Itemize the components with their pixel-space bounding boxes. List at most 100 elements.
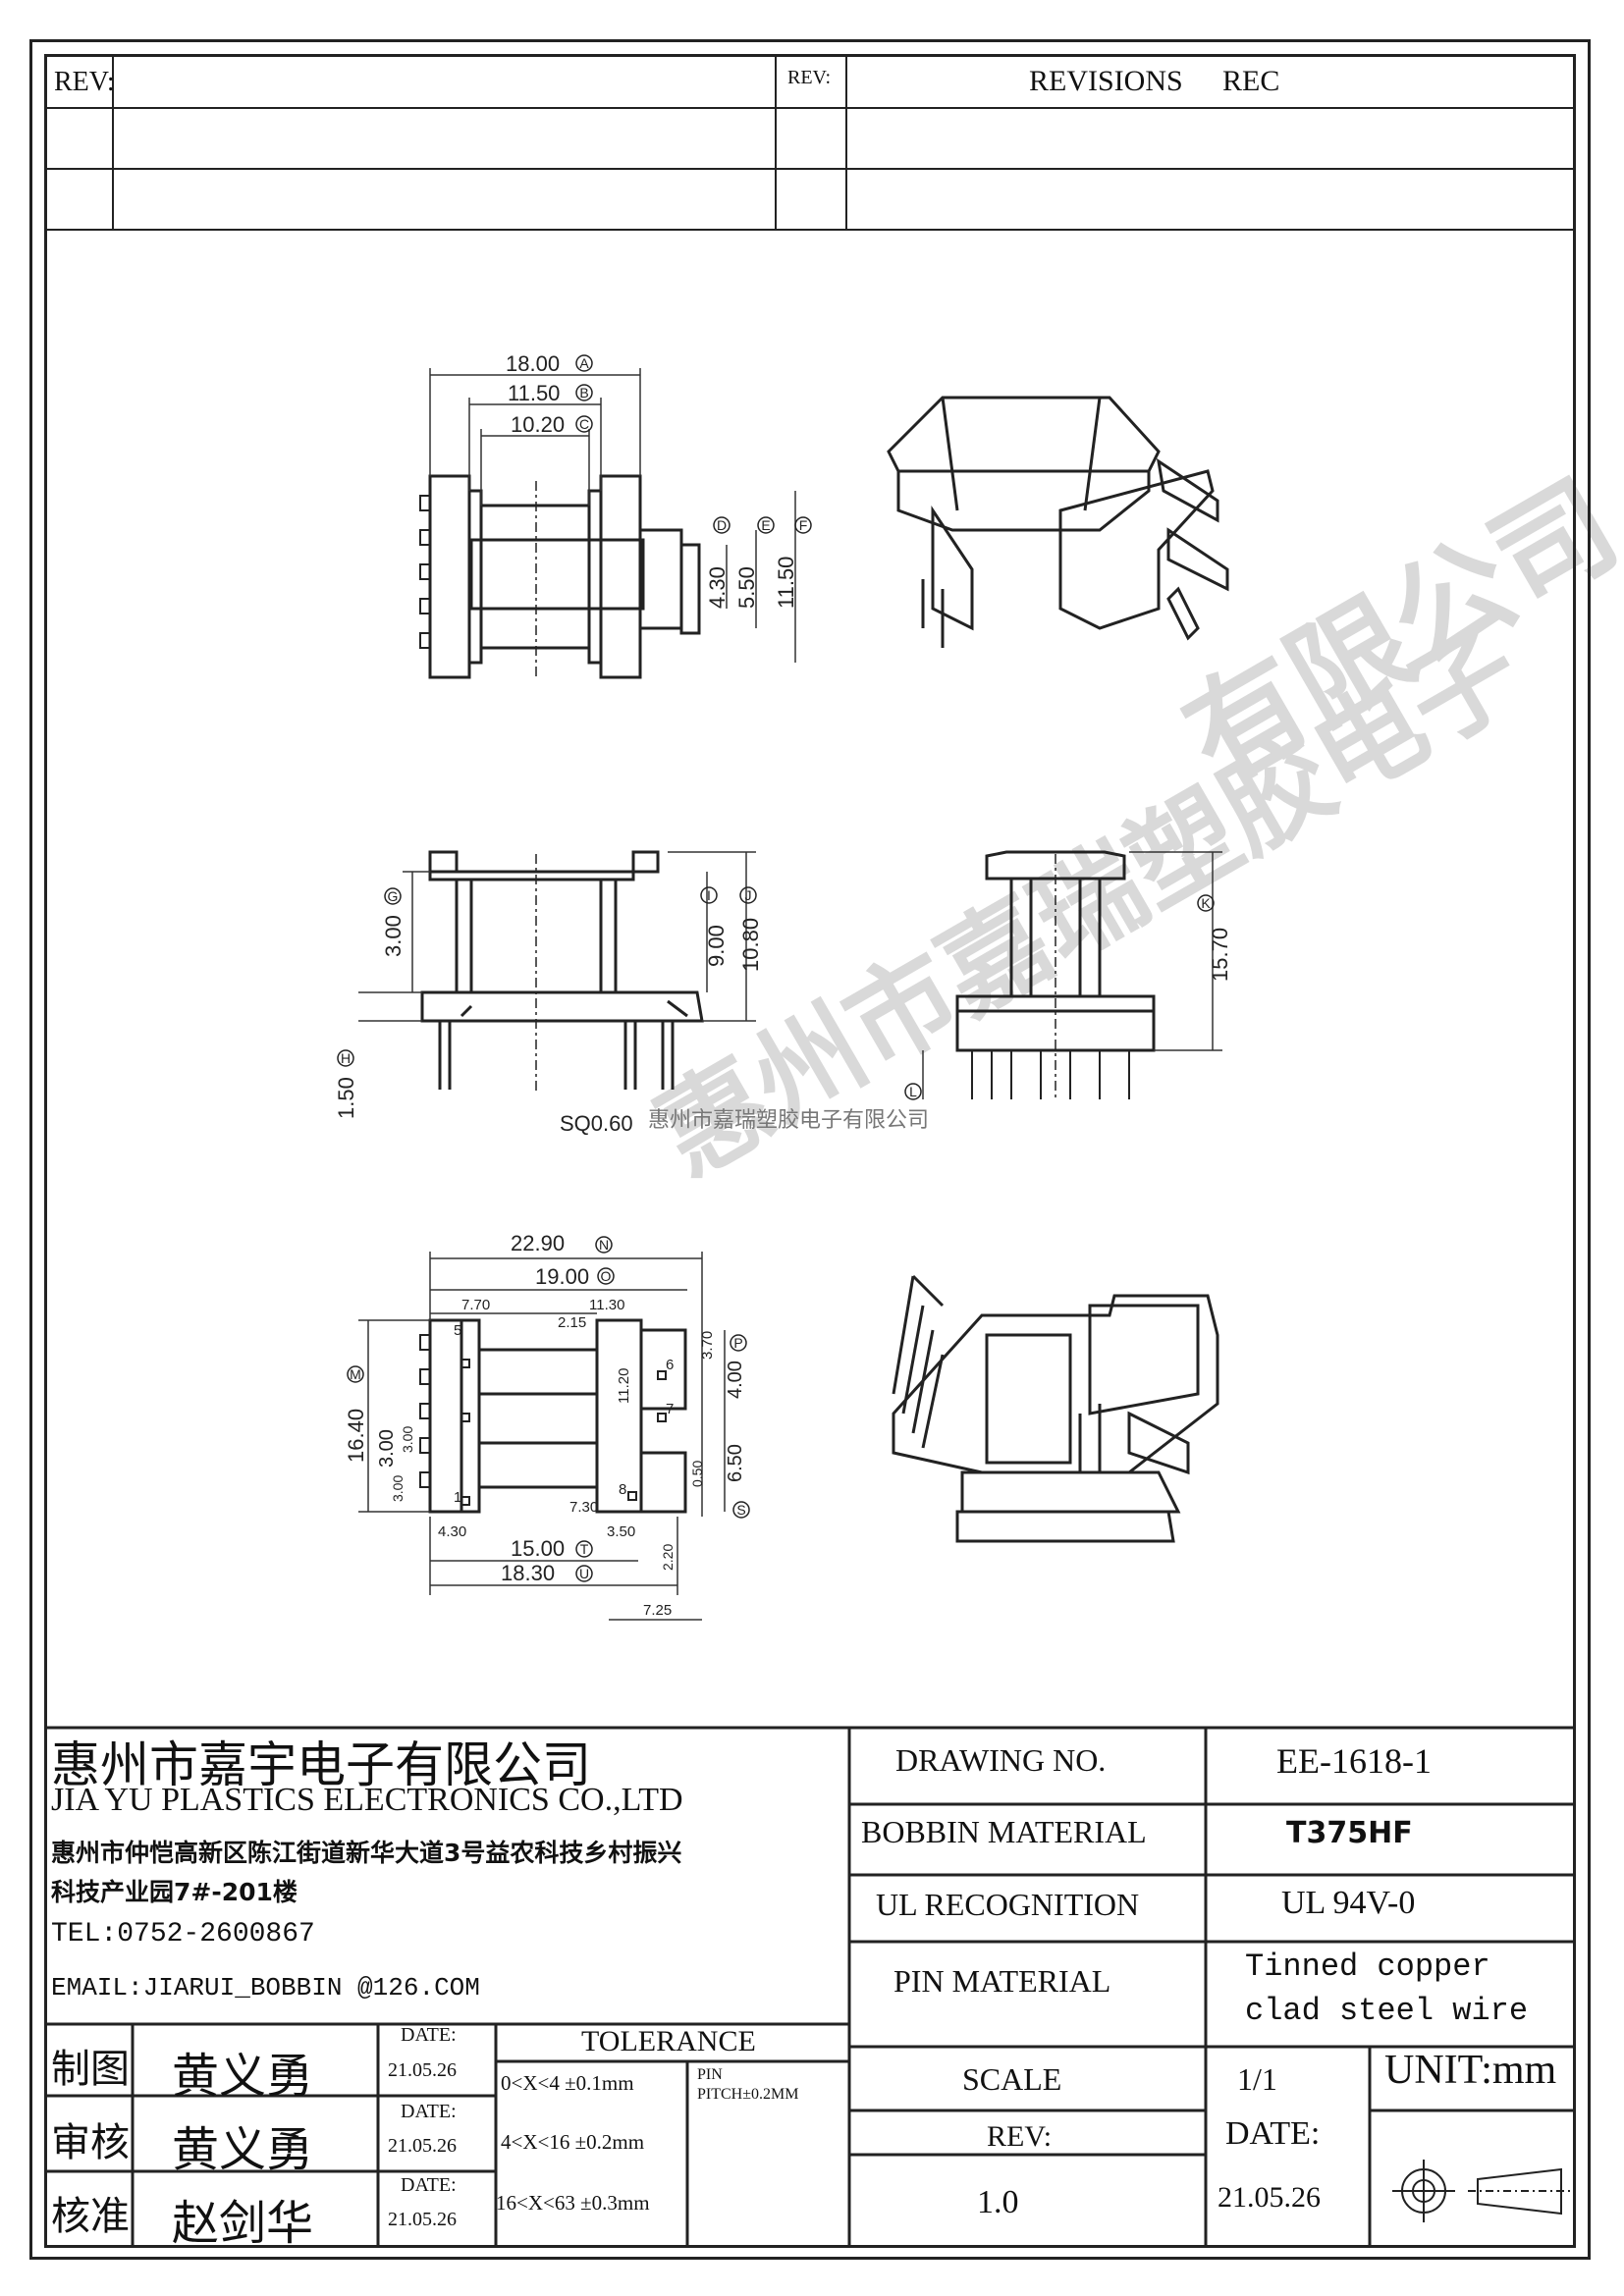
tag-s: S <box>736 1502 745 1518</box>
drawing-inner-frame <box>44 54 1576 2248</box>
tel: TEL:0752-2600867 <box>51 1919 315 1949</box>
bottom-view <box>419 1318 687 1514</box>
tag-t: T <box>580 1541 589 1557</box>
scale-value: 1/1 <box>1237 2061 1277 2097</box>
tag-i: I <box>707 887 711 903</box>
signoff-date-approver: 21.05.26 <box>388 2209 457 2230</box>
dim-b: 11.50 <box>508 381 560 405</box>
dim-o: 19.00 <box>535 1264 589 1289</box>
ul-value: UL 94V-0 <box>1281 1885 1416 1921</box>
side-view-dim-text: 3.00 1.50 9.00 10.80 SQ0.60 <box>334 915 763 1136</box>
dim-f: 11.50 <box>774 557 798 609</box>
signoff-date-label-checker: DATE: <box>401 2101 457 2122</box>
tag-h: H <box>341 1050 351 1066</box>
address-line1: 惠州市仲恺高新区陈江街道新华大道3号益农科技乡村振兴 <box>51 1839 682 1867</box>
rev-label-left: REV: <box>54 67 115 97</box>
side-view-tags: G H I J <box>337 886 757 1067</box>
tag-a: A <box>579 355 589 371</box>
watermark-center: 惠州市嘉瑞塑胶电子有限公司 <box>648 1107 929 1132</box>
title-block-grid <box>44 1726 1576 2248</box>
ul-label: UL RECOGNITION <box>876 1887 1140 1922</box>
tag-l: L <box>909 1084 917 1099</box>
dim-p: 4.00 <box>725 1361 746 1399</box>
dim-i: 9.00 <box>704 925 729 967</box>
dim-n: 22.90 <box>511 1231 565 1255</box>
tag-m: M <box>350 1366 361 1382</box>
tol-row-2: 4<X<16 ±0.2mm <box>501 2130 645 2154</box>
pin-7: 7 <box>666 1401 674 1417</box>
tag-o: O <box>601 1268 612 1284</box>
tol-row-3: 16<X<63 ±0.3mm <box>496 2191 650 2215</box>
pin-tol-line2: PITCH±0.2MM <box>697 2086 799 2103</box>
tag-n: N <box>599 1237 609 1253</box>
top-view-dims <box>429 368 796 663</box>
iso-view-bottom <box>892 1274 1219 1543</box>
tag-d: D <box>717 517 727 533</box>
d-6-50: 6.50 <box>725 1444 746 1482</box>
d-2-15: 2.15 <box>558 1314 586 1331</box>
dim-c: 10.20 <box>511 412 565 437</box>
tol-row-1: 0<X<4 ±0.1mm <box>501 2071 634 2095</box>
d-11-20: 11.20 <box>616 1368 632 1404</box>
d-7-30: 7.30 <box>569 1499 598 1516</box>
dim-a: 18.00 <box>506 351 560 376</box>
dim-t: 15.00 <box>511 1536 565 1561</box>
tag-p: P <box>733 1335 742 1351</box>
tag-j: J <box>745 887 752 903</box>
side-view <box>420 850 704 1095</box>
company-en: JIA YU PLASTICS ELECTRONICS CO.,LTD <box>51 1782 683 1818</box>
iso-view-top <box>887 396 1229 648</box>
d-3-00a: 3.00 <box>376 1429 398 1468</box>
d-3-50: 3.50 <box>607 1523 635 1540</box>
d-11-30: 11.30 <box>589 1297 624 1313</box>
signoff-name-approver: 赵剑华 <box>172 2196 314 2251</box>
signoff-date-drafter: 21.05.26 <box>388 2059 457 2081</box>
projection-symbol <box>1392 2160 1571 2222</box>
pin-5: 5 <box>454 1322 461 1339</box>
signoff-date-label-approver: DATE: <box>401 2174 457 2196</box>
pin-material-line2: clad steel wire <box>1245 1993 1529 2029</box>
signoff-date-label-drafter: DATE: <box>401 2024 457 2046</box>
d-0-50: 0.50 <box>689 1461 705 1487</box>
d-4-30: 4.30 <box>438 1523 466 1540</box>
address-line2: 科技产业园7#-201楼 <box>51 1878 298 1906</box>
d-7-25: 7.25 <box>643 1602 672 1619</box>
bottom-view-tags: N O P M S T U <box>347 1236 750 1582</box>
side-view-dims <box>358 851 756 1022</box>
d-3-00c: 3.00 <box>390 1475 406 1502</box>
d-3-70: 3.70 <box>699 1331 716 1360</box>
pin-material-line1: Tinned copper <box>1245 1949 1490 1985</box>
dim-j: 10.80 <box>738 918 763 972</box>
pin-tol-line1: PIN <box>697 2066 723 2083</box>
drawing-no: EE-1618-1 <box>1276 1741 1432 1781</box>
top-view-tags: A B C D E F <box>575 354 812 534</box>
top-view-dim-text: 18.00 11.50 10.20 4.30 5.50 11.50 <box>506 351 798 609</box>
tag-f: F <box>799 517 808 533</box>
company-cn: 惠州市嘉宇电子有限公司 <box>51 1736 591 1793</box>
signoff-role-checker: 审核 <box>51 2120 130 2165</box>
front-view <box>955 850 1156 1099</box>
dim-e: 5.50 <box>734 566 759 609</box>
tag-u: U <box>579 1566 589 1581</box>
pin-1: 1 <box>454 1489 461 1506</box>
signoff-name-checker: 黄义勇 <box>172 2122 314 2177</box>
d-7-70: 7.70 <box>461 1297 490 1313</box>
tolerance-label: TOLERANCE <box>581 2025 756 2057</box>
d-3-00b: 3.00 <box>400 1426 415 1453</box>
bottom-view-dims <box>358 1252 726 1621</box>
d-2-20: 2.20 <box>660 1544 676 1571</box>
scale-label: SCALE <box>962 2061 1062 2097</box>
bottom-view-dim-text: 22.90 19.00 7.70 11.30 2.15 3.70 4.00 11… <box>344 1231 746 1619</box>
top-view <box>419 474 701 679</box>
signoff-date-checker: 21.05.26 <box>388 2135 457 2157</box>
signoff-role-approver: 核准 <box>51 2194 130 2239</box>
drawing-outer-frame <box>29 39 1591 2260</box>
rev-label-right: REV: <box>787 67 832 88</box>
date-value: 21.05.26 <box>1218 2181 1321 2214</box>
tag-e: E <box>761 517 770 533</box>
front-view-dim-text: 15.70 <box>1208 928 1232 982</box>
dim-h: 1.50 <box>334 1077 358 1119</box>
tag-c: C <box>579 416 589 432</box>
